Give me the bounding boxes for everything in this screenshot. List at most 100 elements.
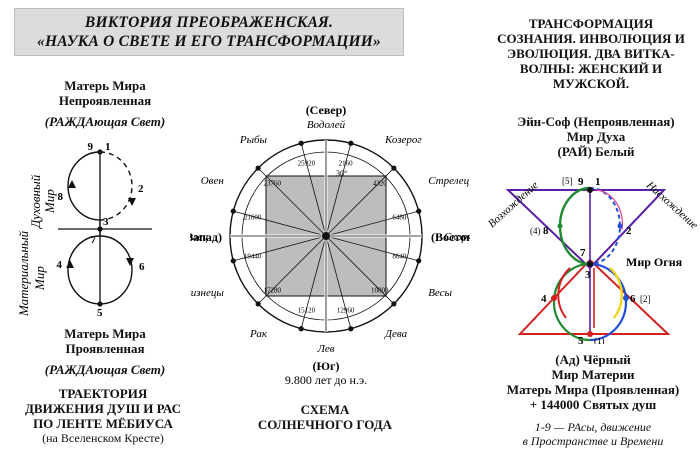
ein-sof-label: Эйн-Соф (Непроявленная) Мир Духа (РАЙ) Б… xyxy=(498,114,694,159)
north-label: (Север) xyxy=(306,103,347,117)
lbl-8: 8 xyxy=(543,225,549,237)
zodiac-spoke xyxy=(233,210,327,237)
year-number-label: 17280 xyxy=(264,287,282,295)
zodiac-spoke xyxy=(325,235,352,329)
num-8: 8 xyxy=(58,191,64,203)
year-number-label: 12960 xyxy=(337,306,355,314)
zodiac-spoke xyxy=(325,143,352,237)
num-6: 6 xyxy=(139,261,145,273)
header-author: ВИКТОРИЯ ПРЕОБРАЖЕНСКАЯ. xyxy=(84,14,334,31)
upper-arc-pink xyxy=(595,189,624,231)
lower-arc-yellow xyxy=(609,267,623,319)
num-9: 9 xyxy=(88,141,94,153)
hell-line4: + 144000 Святых душ xyxy=(529,397,657,412)
lbl-4-paren: (4) xyxy=(530,226,541,236)
zodiac-node xyxy=(255,301,261,307)
birthing-light-label: (РАЖДАющая Свет) xyxy=(44,114,166,129)
races-note-line1: 1-9 — РАсы, движение xyxy=(534,420,652,434)
lower-arc-blue xyxy=(589,262,628,342)
lbl-5: 5 xyxy=(578,335,584,344)
descent-label: Нисхождение xyxy=(643,179,700,232)
zodiac-sign-label: Овен xyxy=(201,175,225,187)
zodiac-spoke xyxy=(300,143,327,237)
manifested-label: Проявленная xyxy=(65,341,145,356)
years-label: 9.800 лет до н.э. xyxy=(285,373,367,387)
node-top xyxy=(587,187,593,193)
hell-line2: Мир Материи xyxy=(551,367,635,382)
zodiac-sign-label: Близнецы xyxy=(190,287,224,299)
zodiac-node xyxy=(230,258,236,264)
zodiac-node xyxy=(255,165,261,171)
num-4: 4 xyxy=(57,259,63,271)
year-number-label: 23760 xyxy=(264,179,282,187)
header-book-title: «НАУКА О СВЕТЕ И ЕГО ТРАНСФОРМАЦИИ» xyxy=(37,33,381,50)
ascension-label: Возхождение xyxy=(486,179,541,230)
node-4 xyxy=(551,295,557,301)
lbl-4: 4 xyxy=(541,293,547,305)
year-number-label: 10800 xyxy=(371,287,389,295)
zodiac-node xyxy=(391,165,397,171)
spiritual-label: Духовный xyxy=(28,174,43,230)
num-2: 2 xyxy=(138,183,144,195)
unmanifested-label: Непроявленная xyxy=(58,93,152,108)
year-number-label: 4320 xyxy=(373,179,388,187)
hell-line1: (Ад) Чёрный xyxy=(555,352,631,367)
lbl-5-bracket: [5] xyxy=(562,176,573,186)
zodiac-node xyxy=(298,140,304,146)
lbl-6: 6 xyxy=(630,293,636,305)
lbl-1: 1 xyxy=(595,176,601,188)
node-dot-top xyxy=(97,149,103,155)
zodiac-spoke xyxy=(233,235,327,262)
node-dot-center xyxy=(97,226,103,232)
left-top-label: Матерь Мира Непроявленная (РАЖДАющая Све… xyxy=(30,78,180,129)
upper-loop-right-dashed xyxy=(99,151,133,221)
races-note-line2: в Пространстве и Времени xyxy=(522,434,664,448)
upper-loop-left xyxy=(67,151,101,221)
lower-arc-green xyxy=(552,262,591,342)
node-2 xyxy=(617,223,623,229)
lower-arc-red xyxy=(557,267,571,319)
trajectory-line2: ДВИЖЕНИЯ ДУШ И РАС xyxy=(24,401,182,416)
ein-sof-line3: (РАЙ) Белый xyxy=(557,144,635,159)
header-banner: ВИКТОРИЯ ПРЕОБРАЖЕНСКАЯ. «НАУКА О СВЕТЕ … xyxy=(14,8,404,56)
zodiac-node xyxy=(348,140,354,146)
zodiac-spoke xyxy=(325,167,395,237)
schema-caption: СХЕМА СОЛНЕЧНОГО ГОДА xyxy=(240,402,410,432)
right-title-line5: МУЖСКОЙ. xyxy=(552,76,630,91)
right-title: ТРАНСФОРМАЦИЯ СОЗНАНИЯ. ИНВОЛЮЦИЯ И ЭВОЛ… xyxy=(488,16,694,91)
spirit-triangle xyxy=(505,189,667,270)
right-title-line4: ВОЛНЫ: ЖЕНСКИЙ И xyxy=(519,61,663,76)
year-number-label: 8640 xyxy=(392,253,407,261)
mobius-diagram: 9 1 2 3 4 5 6 7 8 Духовный Мир Материаль… xyxy=(16,141,152,319)
right-title-line2: СОЗНАНИЯ. ИНВОЛЮЦИЯ И xyxy=(497,31,685,46)
trajectory-line4: (на Вселенском Кресте) xyxy=(42,431,164,445)
zodiac-spoke xyxy=(300,235,327,329)
zodiac-spoke xyxy=(257,167,327,237)
east-label: (Востoк) xyxy=(431,230,470,244)
zodiac-node xyxy=(230,208,236,214)
node-6 xyxy=(623,295,629,301)
zodiac-sign-label: Телец xyxy=(190,231,209,243)
zodiac-sign-label: Стрелец xyxy=(428,175,469,187)
hell-line3: Матерь Мира (Проявленная) xyxy=(506,382,680,397)
zodiac-spoke xyxy=(257,235,327,305)
zodiac-node xyxy=(298,326,304,332)
node-8 xyxy=(557,223,563,229)
zodiac-sign-label: Скорпион xyxy=(444,231,470,243)
arrow-marker-up xyxy=(68,180,76,188)
year-number-label: 19440 xyxy=(244,253,262,261)
zodiac-node xyxy=(416,258,422,264)
lbl-7: 7 xyxy=(580,247,586,259)
lbl-9: 9 xyxy=(578,176,584,188)
material-label: Материальный xyxy=(16,230,31,317)
fire-world-label: Мир Огня xyxy=(626,255,683,269)
arrow-marker-down xyxy=(128,198,136,206)
zodiac-wheel: 30°Водолей25920Козерог2160Стрелец4320Ско… xyxy=(190,103,470,387)
zodiac-sign-label: Весы xyxy=(428,287,452,299)
node-center xyxy=(587,261,593,267)
arrow-marker-up-2 xyxy=(66,260,74,268)
left-bottom-label: Матерь Мира Проявленная (РАЖДАющая Свет) xyxy=(30,326,180,377)
year-number-label: 6480 xyxy=(392,213,407,221)
right-title-line3: ЭВОЛЮЦИЯ. ДВА ВИТКА- xyxy=(507,46,675,61)
zodiac-sign-label: Рак xyxy=(249,328,268,340)
